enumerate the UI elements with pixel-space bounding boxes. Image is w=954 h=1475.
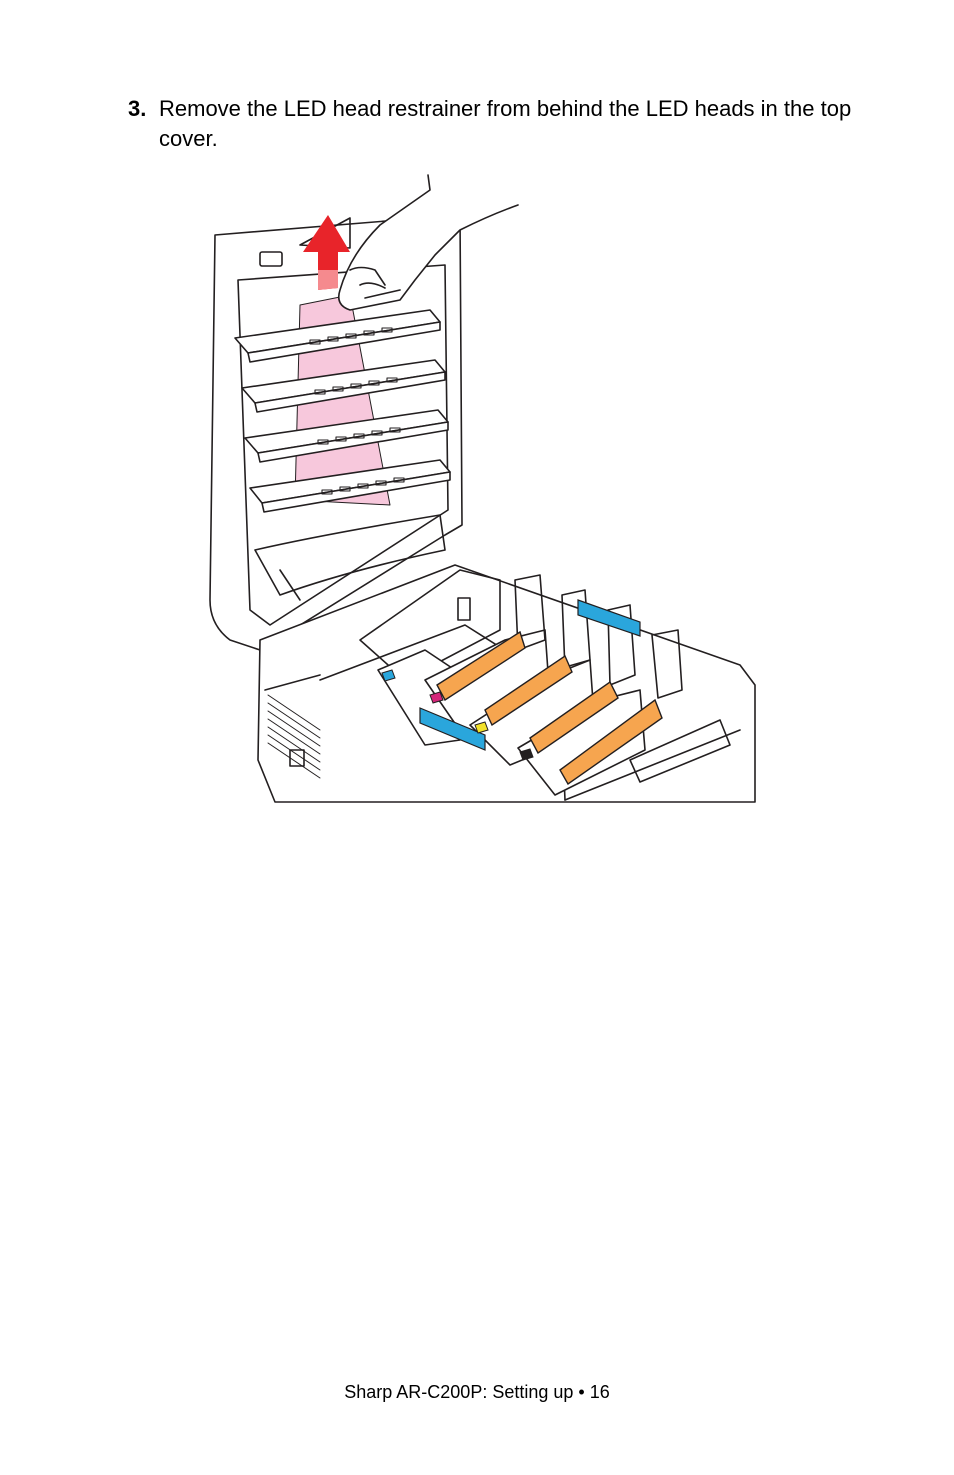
step-text: Remove the LED head restrainer from behi… [159,96,852,151]
yellow-indicator [474,721,489,734]
printer-illustration [209,174,756,803]
toner-cartridges [436,630,663,786]
footer-title: Sharp AR-C200P: Setting up [344,1382,574,1402]
blue-handle-back [577,599,641,637]
step-instruction: 3. Remove the LED head restrainer from b… [128,94,868,154]
blue-handle-front [419,707,486,751]
drum-cartridges [377,574,683,796]
black-indicator [519,748,534,761]
cyan-indicator [381,669,396,682]
magenta-indicator [429,691,444,704]
footer-separator: • [573,1382,590,1402]
page-footer: Sharp AR-C200P: Setting up • 16 [0,1382,954,1403]
page-number: 16 [589,1382,610,1402]
up-arrow [303,215,350,290]
step-number: 3. [128,96,147,121]
hand [337,174,519,311]
